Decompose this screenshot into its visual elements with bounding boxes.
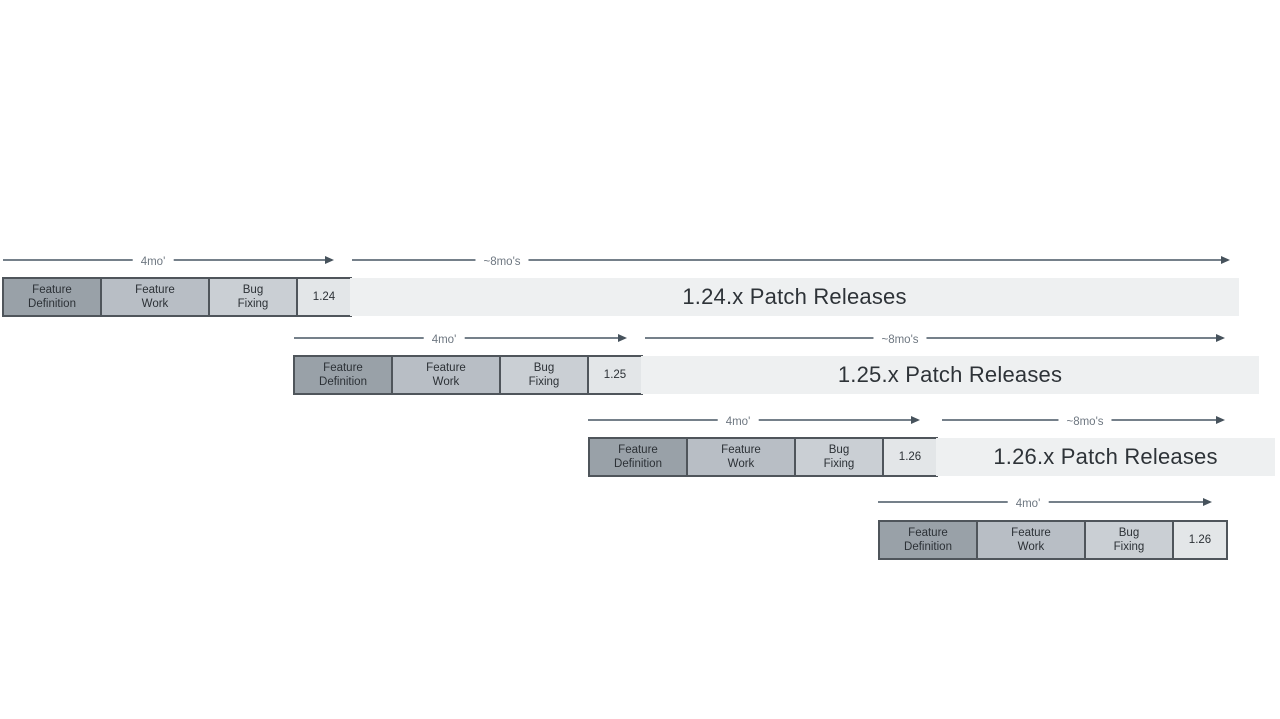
patch-releases-bar: 1.24.x Patch Releases — [350, 278, 1239, 316]
phase-box-bug-fixing: Bug Fixing — [794, 437, 884, 477]
phase-box-feature-work: Feature Work — [686, 437, 796, 477]
cycle-duration-arrow: 4mo' — [294, 334, 627, 346]
release-phase-row: Feature Definition Feature Work Bug Fixi… — [2, 277, 352, 317]
version-box: 1.25 — [587, 355, 643, 395]
phase-box-feature-work: Feature Work — [391, 355, 501, 395]
cycle-duration-label: 4mo' — [423, 334, 465, 346]
patch-duration-label: ~8mo's — [1058, 416, 1112, 428]
cycle-duration-label: 4mo' — [1007, 498, 1049, 510]
patch-duration-label: ~8mo's — [873, 334, 927, 346]
patch-duration-arrow: ~8mo's — [645, 334, 1225, 346]
release-phase-row: Feature Definition Feature Work Bug Fixi… — [588, 437, 938, 477]
phase-box-feature-work: Feature Work — [100, 277, 210, 317]
phase-box-feature-definition: Feature Definition — [878, 520, 978, 560]
phase-box-bug-fixing: Bug Fixing — [1084, 520, 1174, 560]
patch-releases-label: 1.24.x Patch Releases — [682, 284, 907, 309]
patch-releases-bar: 1.26.x Patch Releases — [936, 438, 1275, 476]
release-phase-row: Feature Definition Feature Work Bug Fixi… — [878, 520, 1228, 560]
cycle-duration-arrow: 4mo' — [878, 498, 1212, 510]
patch-duration-arrow: ~8mo's — [942, 416, 1225, 428]
patch-releases-label: 1.25.x Patch Releases — [837, 362, 1063, 387]
phase-box-feature-work: Feature Work — [976, 520, 1086, 560]
cycle-duration-label: 4mo' — [717, 416, 759, 428]
cycle-duration-arrow: 4mo' — [588, 416, 920, 428]
phase-box-feature-definition: Feature Definition — [588, 437, 688, 477]
patch-duration-label: ~8mo's — [475, 256, 529, 268]
cycle-duration-arrow: 4mo' — [3, 256, 334, 268]
release-phase-row: Feature Definition Feature Work Bug Fixi… — [293, 355, 643, 395]
phase-box-feature-definition: Feature Definition — [293, 355, 393, 395]
phase-box-bug-fixing: Bug Fixing — [208, 277, 298, 317]
patch-releases-bar: 1.25.x Patch Releases — [641, 356, 1259, 394]
cycle-duration-label: 4mo' — [132, 256, 174, 268]
phase-box-bug-fixing: Bug Fixing — [499, 355, 589, 395]
version-box: 1.26 — [1172, 520, 1228, 560]
phase-box-feature-definition: Feature Definition — [2, 277, 102, 317]
version-box: 1.26 — [882, 437, 938, 477]
version-box: 1.24 — [296, 277, 352, 317]
patch-releases-label: 1.26.x Patch Releases — [993, 444, 1218, 469]
patch-duration-arrow: ~8mo's — [352, 256, 1230, 268]
